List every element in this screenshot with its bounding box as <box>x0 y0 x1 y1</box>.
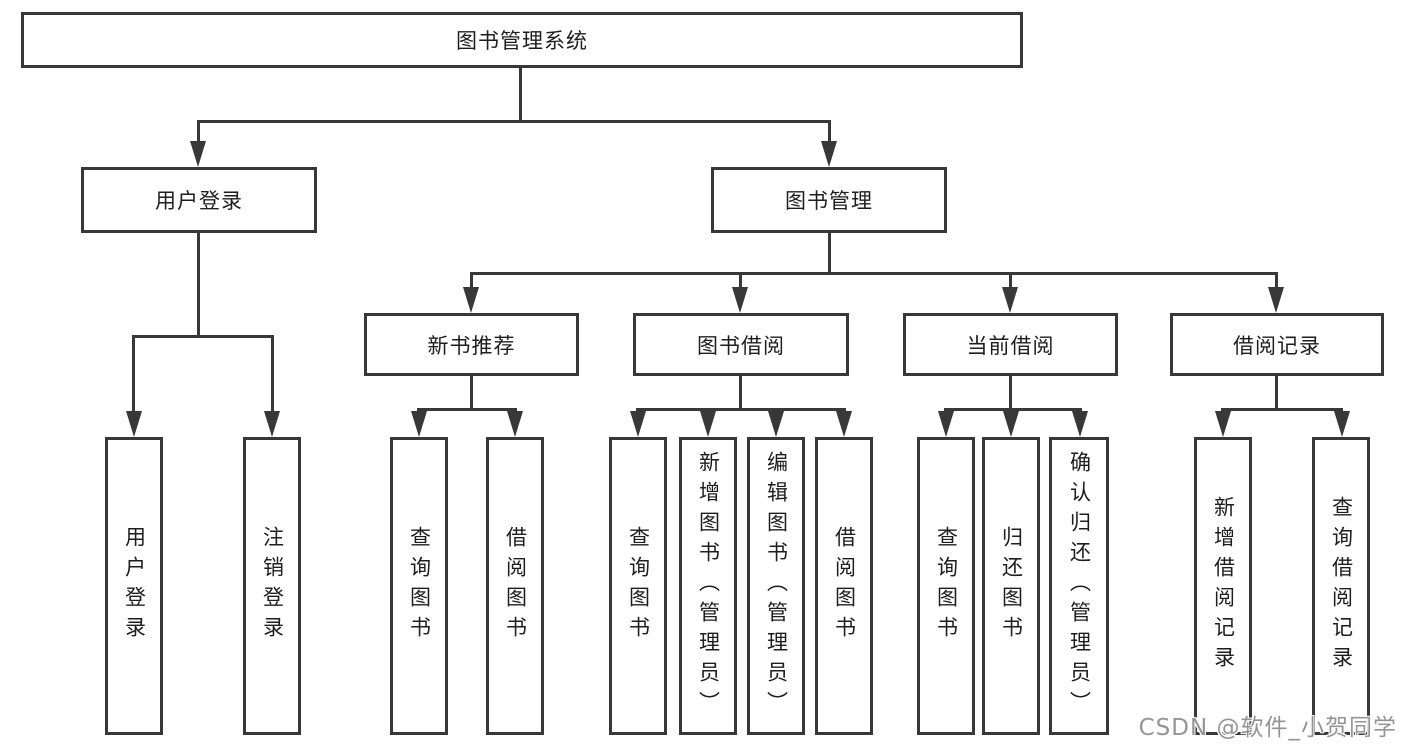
arrowhead-down-icon <box>463 287 479 313</box>
arrowhead-down-icon <box>1003 411 1019 437</box>
leaf-borrow-books2-node: 借阅图书 <box>815 437 873 735</box>
connector-line <box>739 376 742 411</box>
leaf-add-books-admin-label: 新增图书（管理员） <box>696 451 721 721</box>
leaf-add-books-admin-node: 新增图书（管理员） <box>679 437 737 735</box>
connector-line <box>197 233 200 335</box>
leaf-query-borrow-record-label: 查询借阅记录 <box>1329 496 1354 676</box>
section-new-books-node: 新书推荐 <box>364 313 579 376</box>
connector-line <box>739 272 742 289</box>
arrowhead-down-icon <box>821 141 837 167</box>
leaf-query-books3-label: 查询图书 <box>934 526 959 646</box>
leaf-add-borrow-record-label: 新增借阅记录 <box>1211 496 1236 676</box>
connector-line <box>828 120 831 145</box>
leaf-return-books-node: 归还图书 <box>982 437 1040 735</box>
arrowhead-down-icon <box>1072 411 1088 437</box>
leaf-user-login-node: 用户登录 <box>105 437 163 735</box>
leaf-query-books2-node: 查询图书 <box>609 437 667 735</box>
connector-line <box>1009 272 1012 289</box>
connector-line <box>1221 408 1343 411</box>
section-borrow-records-label: 借阅记录 <box>1233 333 1321 358</box>
csdn-watermark: CSDN @软件_小贺同学 <box>1138 715 1397 741</box>
leaf-query-books-label: 查询图书 <box>407 526 432 646</box>
arrowhead-down-icon <box>700 411 716 437</box>
arrowhead-down-icon <box>411 411 427 437</box>
arrowhead-down-icon <box>1334 411 1350 437</box>
connector-line <box>132 335 135 413</box>
leaf-query-books3-node: 查询图书 <box>917 437 975 735</box>
section-new-books-label: 新书推荐 <box>427 333 516 358</box>
leaf-borrow-books-label: 借阅图书 <box>503 526 528 646</box>
connector-line <box>519 68 522 123</box>
branch-user-login-label: 用户登录 <box>155 189 243 213</box>
arrowhead-down-icon <box>1215 411 1231 437</box>
leaf-borrow-books-node: 借阅图书 <box>486 437 544 735</box>
arrowhead-down-icon <box>264 411 280 437</box>
arrowhead-down-icon <box>938 411 954 437</box>
branch-book-mgmt-label: 图书管理 <box>785 189 873 213</box>
connector-line <box>1275 272 1278 289</box>
arrowhead-down-icon <box>732 287 748 313</box>
arrowhead-down-icon <box>507 411 523 437</box>
connector-line <box>470 272 1278 275</box>
leaf-logout-node: 注销登录 <box>243 437 301 735</box>
connector-line <box>470 272 473 289</box>
section-borrow-records-node: 借阅记录 <box>1170 313 1384 376</box>
leaf-return-books-label: 归还图书 <box>999 526 1024 646</box>
leaf-query-books2-label: 查询图书 <box>626 526 651 646</box>
arrowhead-down-icon <box>1002 287 1018 313</box>
leaf-query-books-node: 查询图书 <box>390 437 448 735</box>
leaf-query-borrow-record-node: 查询借阅记录 <box>1312 437 1370 735</box>
arrowhead-down-icon <box>768 411 784 437</box>
root-node: 图书管理系统 <box>21 12 1023 68</box>
leaf-user-login-label: 用户登录 <box>122 526 147 646</box>
arrowhead-down-icon <box>630 411 646 437</box>
connector-line <box>1009 376 1012 411</box>
connector-line <box>197 120 831 123</box>
arrowhead-down-icon <box>836 411 852 437</box>
branch-user-login-node: 用户登录 <box>81 167 317 233</box>
connector-line <box>271 335 274 413</box>
section-book-borrow-node: 图书借阅 <box>633 313 849 376</box>
connector-line <box>470 376 473 411</box>
connector-line <box>1275 376 1278 411</box>
root-node-label: 图书管理系统 <box>456 29 588 53</box>
section-current-borrow-node: 当前借阅 <box>903 313 1118 376</box>
arrowhead-down-icon <box>190 141 206 167</box>
leaf-borrow-books2-label: 借阅图书 <box>832 526 857 646</box>
connector-line <box>417 408 517 411</box>
leaf-confirm-return-admin-label: 确认归还（管理员） <box>1067 451 1092 721</box>
leaf-edit-books-admin-label: 编辑图书（管理员） <box>764 451 789 721</box>
arrowhead-down-icon <box>126 411 142 437</box>
leaf-logout-label: 注销登录 <box>260 526 285 646</box>
connector-line <box>197 120 200 145</box>
leaf-edit-books-admin-node: 编辑图书（管理员） <box>747 437 805 735</box>
connector-line <box>636 408 846 411</box>
leaf-add-borrow-record-node: 新增借阅记录 <box>1194 437 1252 735</box>
leaf-confirm-return-admin-node: 确认归还（管理员） <box>1049 437 1109 735</box>
arrowhead-down-icon <box>1268 287 1284 313</box>
connector-line <box>828 233 831 272</box>
connector-line <box>944 408 1082 411</box>
connector-line <box>132 335 274 338</box>
branch-book-mgmt-node: 图书管理 <box>711 167 947 233</box>
section-book-borrow-label: 图书借阅 <box>697 333 785 358</box>
section-current-borrow-label: 当前借阅 <box>966 333 1055 358</box>
